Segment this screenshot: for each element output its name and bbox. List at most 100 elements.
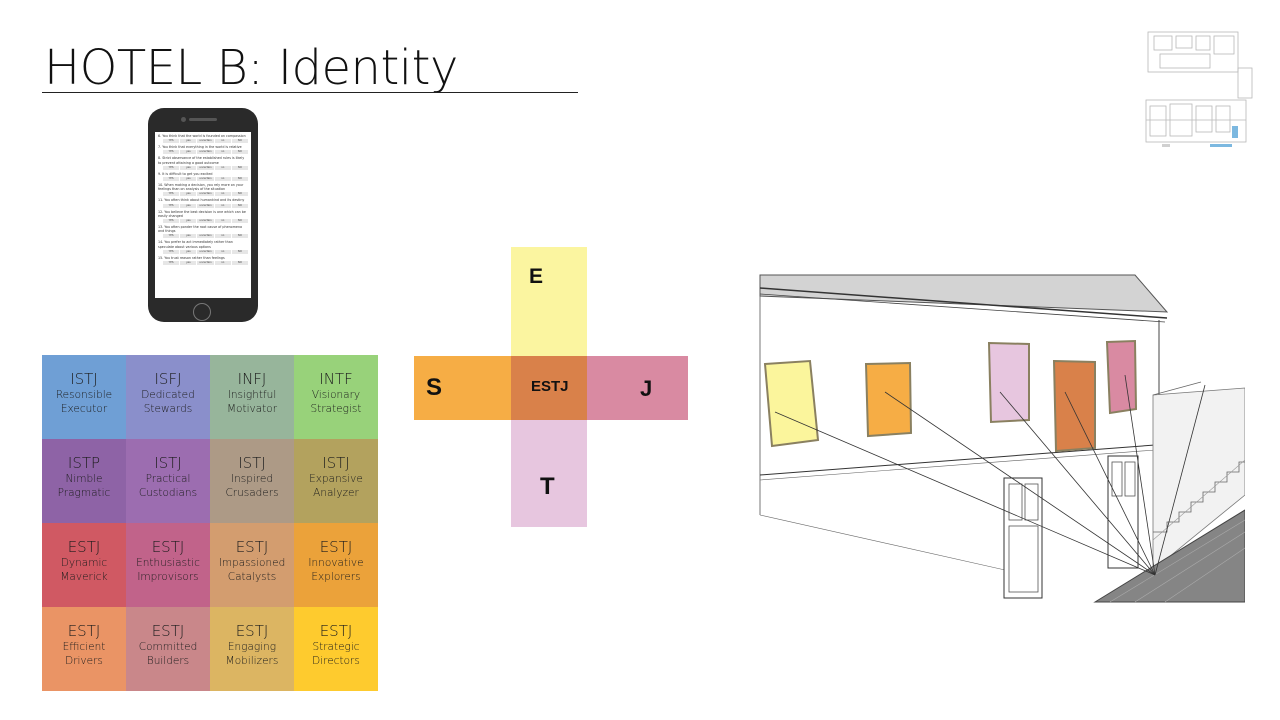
staircase: [1152, 381, 1245, 571]
survey-option[interactable]: no: [214, 192, 231, 197]
title-underline: [42, 92, 578, 93]
survey-option[interactable]: NO: [231, 192, 249, 197]
survey-option[interactable]: YES: [163, 177, 180, 182]
type-code: ISTJ: [70, 370, 98, 388]
type-code: ESTJ: [319, 538, 353, 556]
survey-question: 11. You often think about humankind and …: [158, 198, 245, 203]
type-name: Strategic Directors: [312, 641, 360, 667]
survey-option[interactable]: NO: [231, 234, 249, 239]
survey-option[interactable]: YES: [163, 139, 180, 144]
survey-option[interactable]: yes: [180, 203, 197, 208]
phone-mockup: 6. You think that the world is founded o…: [148, 108, 258, 322]
survey-option[interactable]: no: [214, 219, 231, 224]
survey-option[interactable]: uncertain: [197, 249, 214, 254]
type-name: Inspired Crusaders: [225, 473, 279, 499]
survey-option[interactable]: NO: [231, 165, 249, 170]
type-code: ESTJ: [151, 538, 185, 556]
type-name: Resonsible Executor: [55, 389, 113, 415]
cross-top-arm: [511, 247, 587, 356]
survey-option[interactable]: uncertain: [197, 139, 214, 144]
phone-screen-survey: 6. You think that the world is founded o…: [155, 132, 251, 298]
survey-option[interactable]: YES: [163, 261, 180, 266]
survey-option[interactable]: no: [214, 139, 231, 144]
slide-title: HOTEL B: Identity: [44, 40, 458, 96]
facade-color-panel: [987, 341, 1030, 424]
survey-option[interactable]: no: [214, 203, 231, 208]
survey-option[interactable]: no: [214, 177, 231, 182]
survey-option[interactable]: NO: [231, 261, 249, 266]
survey-option[interactable]: YES: [163, 249, 180, 254]
survey-option[interactable]: yes: [180, 150, 197, 155]
facade-color-panel: [864, 361, 913, 438]
survey-option[interactable]: NO: [231, 177, 249, 182]
survey-option[interactable]: no: [214, 261, 231, 266]
survey-option[interactable]: uncertain: [197, 177, 214, 182]
survey-option[interactable]: uncertain: [197, 165, 214, 170]
survey-option[interactable]: uncertain: [197, 203, 214, 208]
type-name: Nimble Pragmatic: [57, 473, 111, 499]
survey-question: 14. You prefer to act immediately rather…: [158, 240, 233, 249]
survey-option[interactable]: NO: [231, 139, 249, 144]
survey-question: 7. You think that everything in the worl…: [158, 145, 242, 150]
survey-option[interactable]: yes: [180, 249, 197, 254]
survey-option[interactable]: NO: [231, 203, 249, 208]
facade-color-panel: [1105, 339, 1138, 415]
survey-option[interactable]: NO: [231, 150, 249, 155]
cross-center: [511, 356, 587, 420]
type-code: ISTJ: [322, 454, 350, 472]
survey-option[interactable]: yes: [180, 261, 197, 266]
survey-option[interactable]: YES: [163, 203, 180, 208]
survey-option[interactable]: NO: [231, 219, 249, 224]
type-code: ESTJ: [235, 538, 269, 556]
type-name: Dynamic Maverick: [60, 557, 108, 583]
cross-left-arm: [414, 356, 511, 420]
survey-option[interactable]: NO: [231, 249, 249, 254]
type-code: INFJ: [237, 370, 267, 388]
survey-option[interactable]: yes: [180, 219, 197, 224]
survey-option[interactable]: uncertain: [197, 261, 214, 266]
survey-option[interactable]: no: [214, 234, 231, 239]
survey-option[interactable]: yes: [180, 165, 197, 170]
cross-bottom-arm: [511, 420, 587, 527]
survey-option[interactable]: yes: [180, 139, 197, 144]
survey-option[interactable]: uncertain: [197, 234, 214, 239]
survey-option[interactable]: YES: [163, 219, 180, 224]
cross-left-label: S: [426, 374, 443, 401]
roof: [759, 274, 1169, 313]
survey-option[interactable]: uncertain: [197, 150, 214, 155]
survey-option[interactable]: YES: [163, 192, 180, 197]
survey-option[interactable]: no: [214, 150, 231, 155]
survey-option[interactable]: uncertain: [197, 192, 214, 197]
sight-lines: [774, 374, 1206, 576]
type-name: Committed Builders: [138, 641, 198, 667]
deck: [1093, 509, 1245, 603]
facade-color-panel: [763, 359, 820, 448]
survey-option[interactable]: YES: [163, 234, 180, 239]
survey-option[interactable]: yes: [180, 234, 197, 239]
type-code: ESTJ: [67, 622, 101, 640]
survey-option[interactable]: no: [214, 249, 231, 254]
survey-option[interactable]: no: [214, 165, 231, 170]
type-code: ESTJ: [151, 622, 185, 640]
type-name: Efficient Drivers: [62, 641, 106, 667]
survey-option[interactable]: YES: [163, 165, 180, 170]
survey-option[interactable]: YES: [163, 150, 180, 155]
building-facade-drawing: [759, 274, 1245, 603]
survey-option[interactable]: yes: [180, 177, 197, 182]
survey-option[interactable]: uncertain: [197, 219, 214, 224]
survey-option[interactable]: yes: [180, 192, 197, 197]
